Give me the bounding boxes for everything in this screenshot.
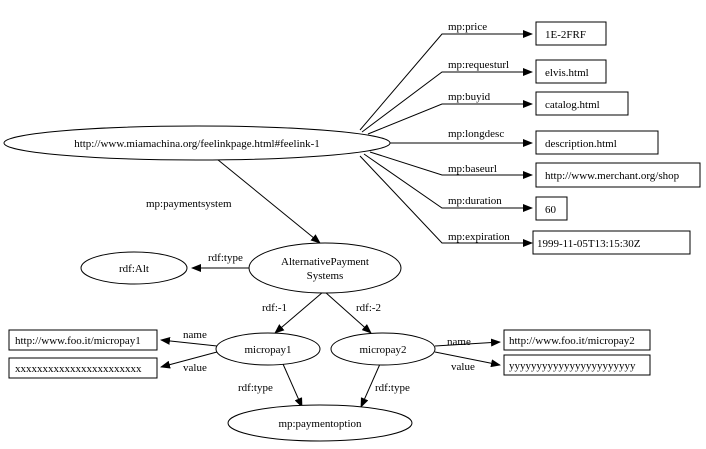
label-buyid: mp:buyid <box>448 91 491 103</box>
node-alternativepayment <box>248 242 402 294</box>
label-type1: rdf:type <box>238 382 273 394</box>
node-foo1-label: http://www.foo.it/micropay1 <box>15 335 141 347</box>
node-baseurl <box>535 162 701 188</box>
node-duration-label: 60 <box>545 204 557 216</box>
edge-value1 <box>160 351 218 369</box>
node-buyid <box>535 91 629 116</box>
label-longdesc: mp:longdesc <box>448 128 504 140</box>
label-duration: mp:duration <box>448 195 502 207</box>
edge-name2 <box>434 338 501 347</box>
edge-value2 <box>434 351 501 368</box>
label-name2: name <box>447 336 471 348</box>
node-longdesc-label: description.html <box>545 138 617 150</box>
node-x1-label: xxxxxxxxxxxxxxxxxxxxxxx <box>15 363 142 375</box>
node-feelink <box>3 125 391 161</box>
nodes: http://www.miamachina.org/feelinkpage.ht… <box>3 21 701 442</box>
node-longdesc <box>535 130 659 155</box>
edge-type1 <box>282 363 303 408</box>
node-paymentoption-label: mp:paymentoption <box>278 418 362 430</box>
node-duration <box>535 196 568 221</box>
node-x1 <box>8 357 158 379</box>
node-feelink-label: http://www.miamachina.org/feelinkpage.ht… <box>74 138 320 150</box>
node-price <box>535 21 607 46</box>
node-price-label: 1E-2FRF <box>545 29 586 41</box>
edge-price <box>359 30 533 131</box>
node-foo2 <box>503 329 651 351</box>
node-rdfalt <box>80 251 188 285</box>
edges <box>160 30 533 408</box>
edge-paymentsystem <box>211 154 321 244</box>
edge-requesturl <box>361 68 533 133</box>
edge-name1 <box>160 336 218 347</box>
label-value2: value <box>451 361 475 373</box>
label-price: mp:price <box>448 21 487 33</box>
node-micropay1-label: micropay1 <box>244 344 291 356</box>
node-micropay2-label: micropay2 <box>359 344 406 356</box>
label-rdftype-alt: rdf:type <box>208 252 243 264</box>
node-foo1 <box>8 329 158 351</box>
node-paymentoption <box>227 404 413 442</box>
edge-baseurl <box>369 151 533 179</box>
label-paymentsystem: mp:paymentsystem <box>146 198 232 210</box>
node-foo2-label: http://www.foo.it/micropay2 <box>509 335 635 347</box>
label-type2: rdf:type <box>375 382 410 394</box>
node-buyid-label: catalog.html <box>545 99 600 111</box>
node-expiration-label: 1999-11-05T13:15:30Z <box>537 238 641 250</box>
label-value1: value <box>183 362 207 374</box>
node-alternativepayment-line2: Systems <box>307 270 344 282</box>
label-rdf-2: rdf:-2 <box>356 302 381 314</box>
label-rdf-1: rdf:-1 <box>262 302 287 314</box>
edge-buyid <box>367 100 533 135</box>
node-alternativepayment-line1: AlternativePayment <box>281 256 369 268</box>
node-y2 <box>503 354 651 376</box>
node-micropay2 <box>330 332 436 366</box>
label-requesturl: mp:requesturl <box>448 59 509 71</box>
edge-duration <box>363 153 533 212</box>
edge-labels: mp:price mp:requesturl mp:buyid mp:longd… <box>146 21 510 394</box>
edge-rdf-1 <box>274 291 324 334</box>
node-baseurl-label: http://www.merchant.org/shop <box>545 170 680 182</box>
label-name1: name <box>183 329 207 341</box>
label-baseurl: mp:baseurl <box>448 163 497 175</box>
node-rdfalt-label: rdf:Alt <box>119 263 149 275</box>
edge-rdf-2 <box>324 291 372 334</box>
node-y2-label: yyyyyyyyyyyyyyyyyyyyyyy <box>509 360 636 372</box>
node-requesturl-label: elvis.html <box>545 67 589 79</box>
node-micropay1 <box>215 332 321 366</box>
edge-type2 <box>360 363 381 408</box>
label-expiration: mp:expiration <box>448 231 510 243</box>
node-requesturl <box>535 59 607 84</box>
edge-expiration <box>359 155 533 247</box>
node-expiration <box>532 230 691 255</box>
